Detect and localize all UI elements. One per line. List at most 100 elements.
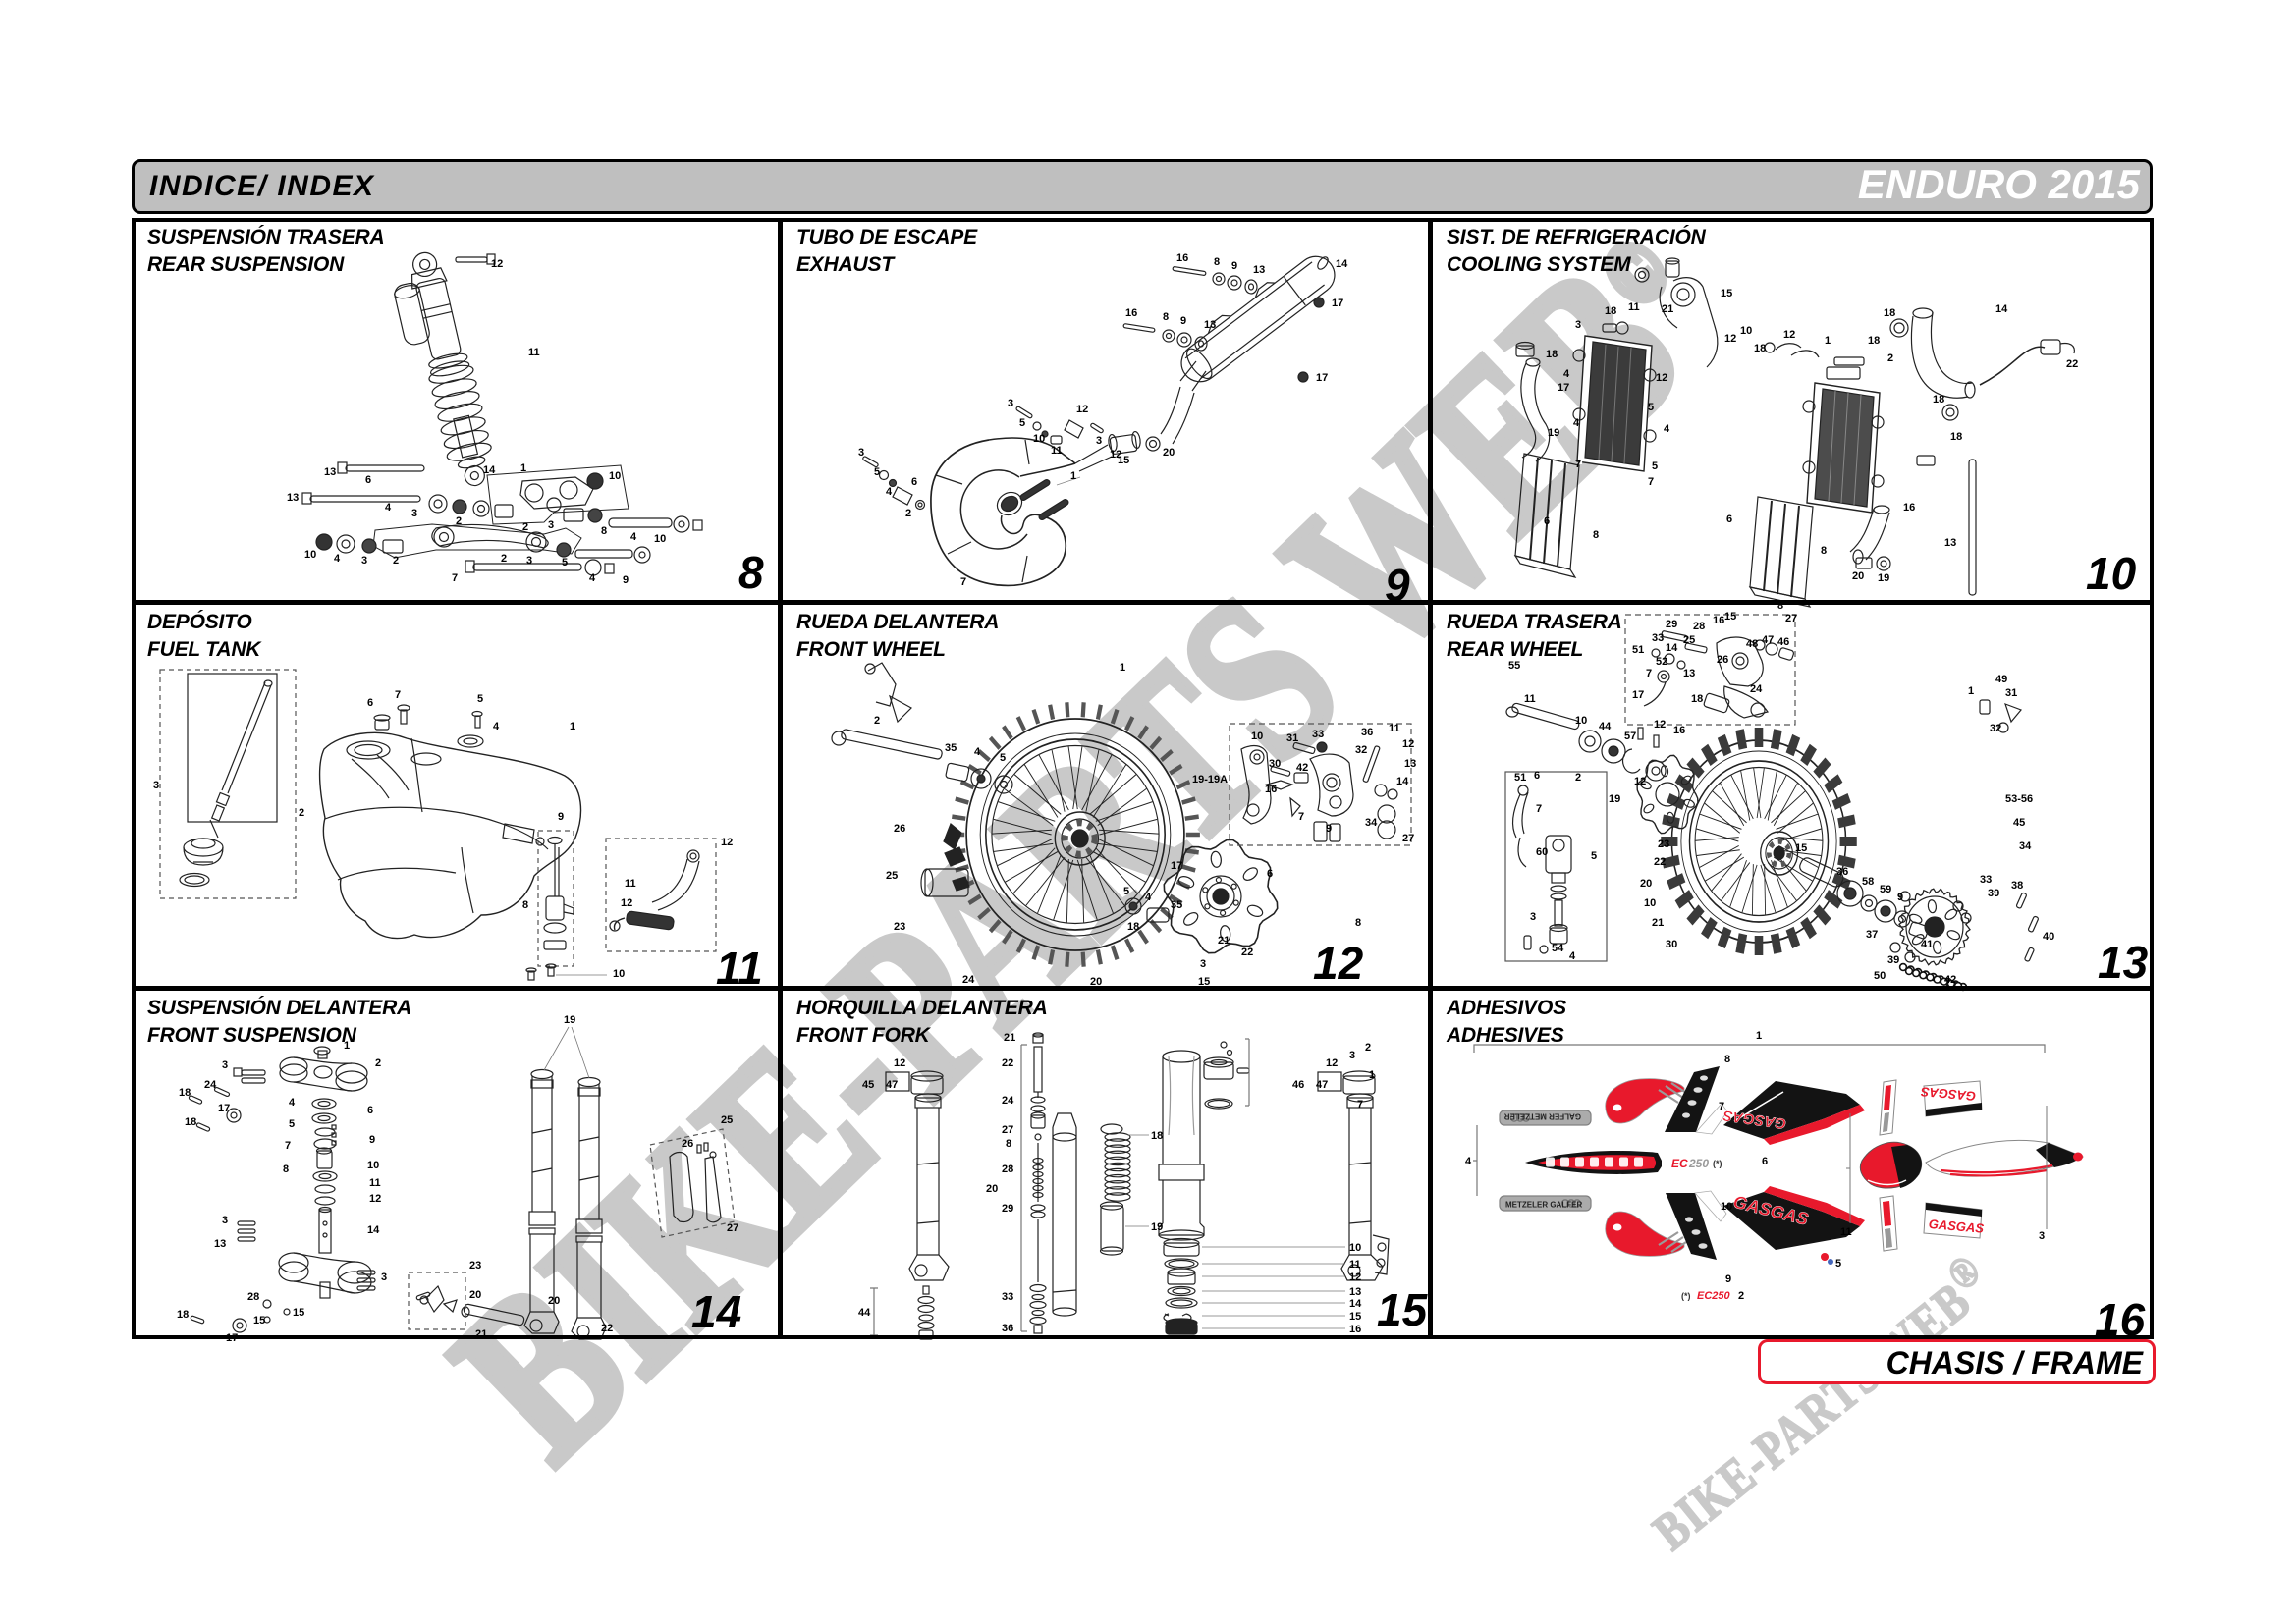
svg-text:1: 1: [1756, 1030, 1762, 1042]
svg-text:8: 8: [1326, 952, 1332, 964]
svg-text:44: 44: [858, 1307, 871, 1319]
svg-text:14: 14: [1995, 303, 2008, 315]
svg-text:17: 17: [1332, 298, 1343, 309]
svg-text:26: 26: [682, 1138, 693, 1150]
svg-text:10: 10: [1575, 715, 1587, 727]
svg-text:16: 16: [1265, 784, 1277, 795]
svg-text:51: 51: [1632, 644, 1644, 656]
svg-text:13: 13: [1683, 668, 1695, 679]
svg-text:12: 12: [1326, 1057, 1338, 1069]
svg-text:60: 60: [1536, 846, 1548, 858]
svg-text:19: 19: [1151, 1221, 1163, 1233]
svg-text:6: 6: [1534, 770, 1540, 782]
svg-text:18: 18: [179, 1087, 191, 1099]
svg-text:48: 48: [1746, 638, 1758, 650]
svg-text:18: 18: [1127, 921, 1139, 933]
svg-text:8: 8: [1214, 256, 1220, 268]
svg-text:53-56: 53-56: [2005, 793, 2033, 805]
svg-text:13: 13: [1349, 1286, 1361, 1298]
svg-text:5: 5: [1123, 886, 1129, 897]
svg-text:14: 14: [1396, 776, 1409, 787]
svg-text:15: 15: [253, 1315, 265, 1326]
svg-text:23: 23: [1658, 839, 1669, 850]
svg-text:26: 26: [894, 823, 905, 835]
svg-text:4: 4: [385, 502, 392, 514]
svg-text:19: 19: [1878, 572, 1889, 584]
svg-text:29: 29: [1002, 1203, 1013, 1215]
svg-text:22: 22: [1002, 1057, 1013, 1069]
svg-text:7: 7: [1575, 459, 1581, 470]
svg-text:20: 20: [1163, 447, 1175, 459]
svg-text:3: 3: [153, 780, 159, 791]
svg-text:20: 20: [1852, 570, 1864, 582]
svg-text:6: 6: [1544, 515, 1550, 527]
svg-text:13: 13: [324, 466, 336, 478]
svg-text:17: 17: [1316, 372, 1328, 384]
svg-text:10: 10: [654, 533, 666, 545]
svg-text:19: 19: [1609, 793, 1620, 805]
svg-text:9: 9: [1897, 892, 1903, 903]
svg-text:33: 33: [1652, 632, 1664, 644]
svg-text:18: 18: [1546, 349, 1558, 360]
svg-text:12: 12: [1654, 719, 1666, 731]
svg-text:49: 49: [1995, 674, 2007, 685]
svg-text:35: 35: [945, 742, 957, 754]
svg-text:24: 24: [1750, 683, 1763, 695]
svg-text:1: 1: [1968, 685, 1974, 697]
svg-text:28: 28: [1002, 1164, 1013, 1175]
svg-text:12: 12: [1634, 776, 1646, 787]
svg-text:(*): (*): [1681, 1291, 1691, 1301]
svg-text:10: 10: [1033, 433, 1045, 445]
svg-text:4: 4: [289, 1097, 296, 1109]
svg-text:58: 58: [1862, 876, 1874, 888]
svg-text:12: 12: [1402, 738, 1414, 750]
svg-text:13: 13: [1253, 264, 1265, 276]
svg-text:13: 13: [1204, 319, 1216, 331]
svg-text:2: 2: [456, 515, 462, 527]
svg-text:4: 4: [1569, 950, 1576, 962]
svg-text:33: 33: [1980, 874, 1992, 886]
svg-text:27: 27: [1402, 833, 1414, 844]
svg-text:15: 15: [1118, 455, 1129, 466]
svg-text:42: 42: [1944, 974, 1956, 986]
svg-text:3: 3: [1096, 435, 1102, 447]
svg-text:19-19A: 19-19A: [1192, 774, 1228, 785]
svg-text:20: 20: [1090, 976, 1102, 988]
svg-text:13: 13: [214, 1238, 226, 1250]
svg-text:14: 14: [1349, 1298, 1362, 1310]
svg-text:39: 39: [1887, 954, 1899, 966]
svg-text:11: 11: [625, 878, 636, 890]
svg-text:20: 20: [986, 1183, 998, 1195]
svg-text:10: 10: [1740, 325, 1752, 337]
svg-text:EC: EC: [1671, 1157, 1688, 1170]
svg-text:17: 17: [1171, 860, 1182, 872]
svg-text:1: 1: [1070, 470, 1076, 482]
svg-text:2: 2: [1365, 1042, 1371, 1054]
svg-text:34: 34: [1365, 817, 1378, 829]
svg-text:1: 1: [520, 462, 526, 474]
svg-text:46: 46: [1777, 636, 1789, 648]
svg-text:5: 5: [1835, 1258, 1841, 1270]
svg-text:2: 2: [501, 553, 507, 565]
svg-text:24: 24: [204, 1079, 217, 1091]
svg-text:51: 51: [1514, 772, 1526, 784]
svg-text:7: 7: [395, 689, 401, 701]
svg-text:12: 12: [1724, 333, 1736, 345]
svg-text:12: 12: [1349, 1272, 1361, 1283]
svg-text:8: 8: [283, 1164, 289, 1175]
svg-text:8: 8: [1006, 1138, 1011, 1150]
svg-text:9: 9: [1231, 260, 1237, 272]
svg-text:52: 52: [1656, 656, 1667, 668]
svg-text:4: 4: [886, 486, 893, 498]
svg-text:5: 5: [1591, 850, 1597, 862]
svg-text:11: 11: [1524, 693, 1536, 705]
svg-text:10: 10: [1721, 1201, 1732, 1213]
svg-text:21: 21: [1652, 917, 1664, 929]
svg-text:GALFER METZELER: GALFER METZELER: [1504, 1112, 1581, 1121]
svg-text:12: 12: [1656, 372, 1667, 384]
svg-text:2: 2: [522, 521, 528, 533]
svg-text:47: 47: [886, 1079, 898, 1091]
svg-text:3: 3: [1575, 319, 1581, 331]
svg-text:3: 3: [2039, 1230, 2045, 1242]
svg-text:10: 10: [1644, 897, 1656, 909]
